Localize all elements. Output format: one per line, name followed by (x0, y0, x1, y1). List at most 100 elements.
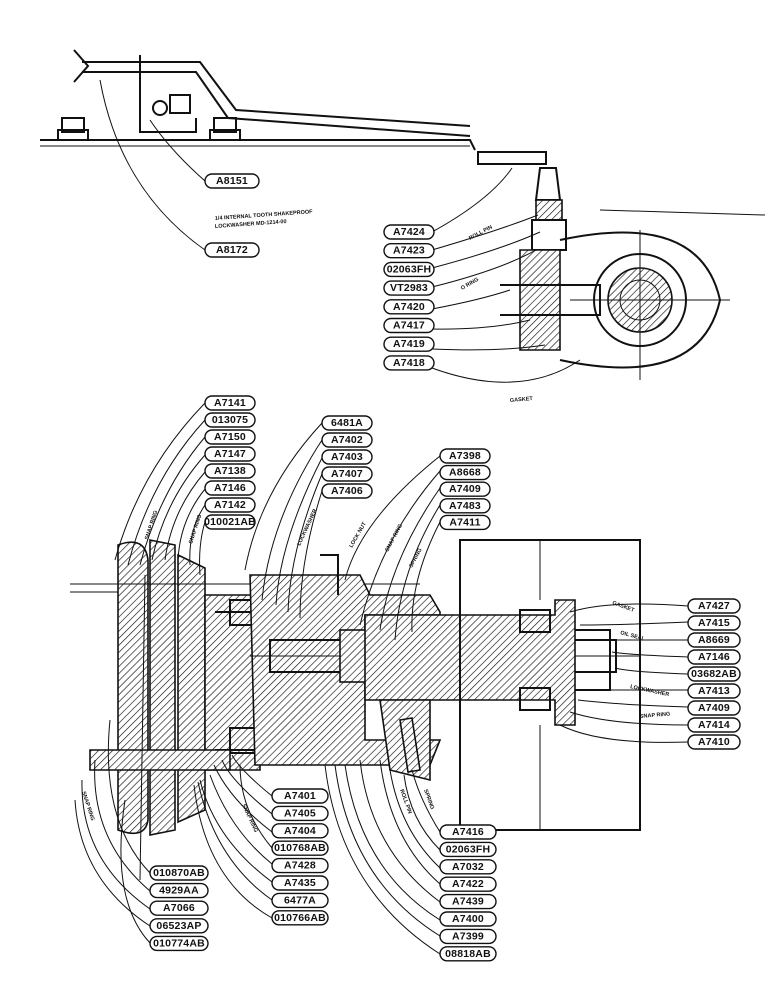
part-callout: A7422 (439, 876, 497, 892)
part-callout: A7409 (687, 700, 741, 716)
pto-assembly-drawing (70, 539, 641, 881)
part-number: 4929AA (159, 885, 199, 897)
callout-box (204, 497, 256, 513)
part-callout: 010021AB (204, 514, 256, 530)
part-number: A8669 (698, 634, 730, 646)
tag-snap-ring-1: SNAP RING (144, 510, 159, 541)
part-callout: A7413 (687, 683, 741, 699)
callout-box (271, 788, 329, 804)
part-callout: A7424 (383, 224, 435, 240)
linkage-drawing (40, 49, 766, 380)
callout-box (149, 865, 209, 881)
part-callout: 010768AB (271, 840, 329, 856)
part-callout: A8172 (204, 242, 260, 258)
part-callout: A7428 (271, 857, 329, 874)
part-callout: A7400 (439, 911, 497, 927)
part-callout: A7404 (271, 823, 329, 839)
part-callout: 08818AB (439, 946, 497, 962)
part-number: A8151 (216, 175, 248, 187)
callout-box (439, 481, 491, 497)
part-number: A7401 (284, 790, 316, 802)
part-number: A7414 (698, 719, 730, 731)
part-callout: 03682AB (687, 666, 741, 682)
callout-box (383, 242, 435, 259)
leader-lines (74, 79, 689, 955)
callout-box (149, 882, 209, 899)
callout-box (439, 928, 497, 945)
callout-box (149, 935, 209, 952)
part-number: A7427 (698, 600, 730, 612)
part-callout: A7066 (149, 900, 209, 916)
callout-box (439, 448, 491, 464)
part-number: 03682AB (691, 668, 737, 680)
part-callout: A7423 (383, 242, 435, 259)
part-callout: A7403 (321, 449, 373, 465)
part-number: A7147 (214, 448, 246, 460)
part-number: A7146 (214, 482, 246, 494)
callout-box (204, 446, 256, 462)
part-number: A7420 (393, 301, 425, 313)
part-callout: A7420 (383, 299, 435, 315)
part-number: A7417 (393, 320, 425, 332)
callout-box (271, 805, 329, 822)
callout-box (687, 598, 741, 614)
part-callout: A7401 (271, 788, 329, 804)
part-number: A8668 (449, 467, 481, 479)
part-number: 010021AB (204, 516, 256, 528)
part-callout: A7411 (439, 514, 491, 531)
part-number: A7419 (393, 338, 425, 350)
part-number: A7400 (452, 913, 484, 925)
part-callout: A7439 (439, 893, 497, 910)
part-callout: A7141 (204, 395, 256, 411)
part-callout: 06523AP (149, 918, 209, 934)
part-callout: A7406 (321, 483, 373, 499)
tag-spring-main: SPRING (422, 789, 435, 811)
callout-box (687, 666, 741, 682)
part-number: A7146 (698, 651, 730, 663)
part-number: A7410 (698, 736, 730, 748)
part-number: A7409 (449, 483, 481, 495)
callout-box (439, 859, 497, 875)
part-callout: 6477A (271, 892, 329, 909)
part-number: A7409 (698, 702, 730, 714)
part-number: A7424 (393, 226, 425, 238)
callout-box (149, 900, 209, 916)
part-number: A7402 (331, 434, 363, 446)
part-callout: 02063FH (383, 261, 435, 278)
part-number: 010768AB (274, 842, 326, 854)
part-number: A7415 (698, 617, 730, 629)
part-number: A7141 (214, 397, 246, 409)
callout-box (383, 336, 435, 352)
tag-snap-ring-left: SNAP RING (80, 791, 95, 822)
callout-box (687, 649, 741, 665)
part-callout: A8669 (687, 632, 741, 648)
part-callout: 010774AB (149, 935, 209, 952)
callout-box (271, 892, 329, 909)
part-callout: A7146 (687, 649, 741, 665)
callout-box (439, 911, 497, 927)
part-callout: A7147 (204, 446, 256, 462)
callout-box (439, 514, 491, 531)
callout-box (321, 432, 373, 448)
callout-box (204, 480, 256, 496)
part-number: 08818AB (445, 948, 491, 960)
part-number: 6481A (331, 417, 363, 429)
tag-gasket-top: GASKET (510, 396, 534, 404)
callout-box (439, 876, 497, 892)
part-callout: A7146 (204, 480, 256, 496)
tag-roll-pin-top: ROLL PIN (468, 224, 493, 241)
part-callout: A7435 (271, 875, 329, 891)
part-callout: VT2983 (383, 280, 435, 296)
callout-box (321, 466, 373, 482)
part-number: A7066 (163, 902, 195, 914)
part-callout: 010870AB (149, 865, 209, 881)
part-callout: A7417 (383, 317, 435, 334)
part-callout: A7407 (321, 466, 373, 482)
part-number: A7416 (452, 826, 484, 838)
callout-box (687, 615, 741, 631)
lockwasher-note-line-2: LOCKWASHER MD-1214-00 (215, 219, 287, 230)
callout-box (204, 463, 256, 479)
callout-box (271, 875, 329, 891)
callout-box (383, 317, 435, 334)
